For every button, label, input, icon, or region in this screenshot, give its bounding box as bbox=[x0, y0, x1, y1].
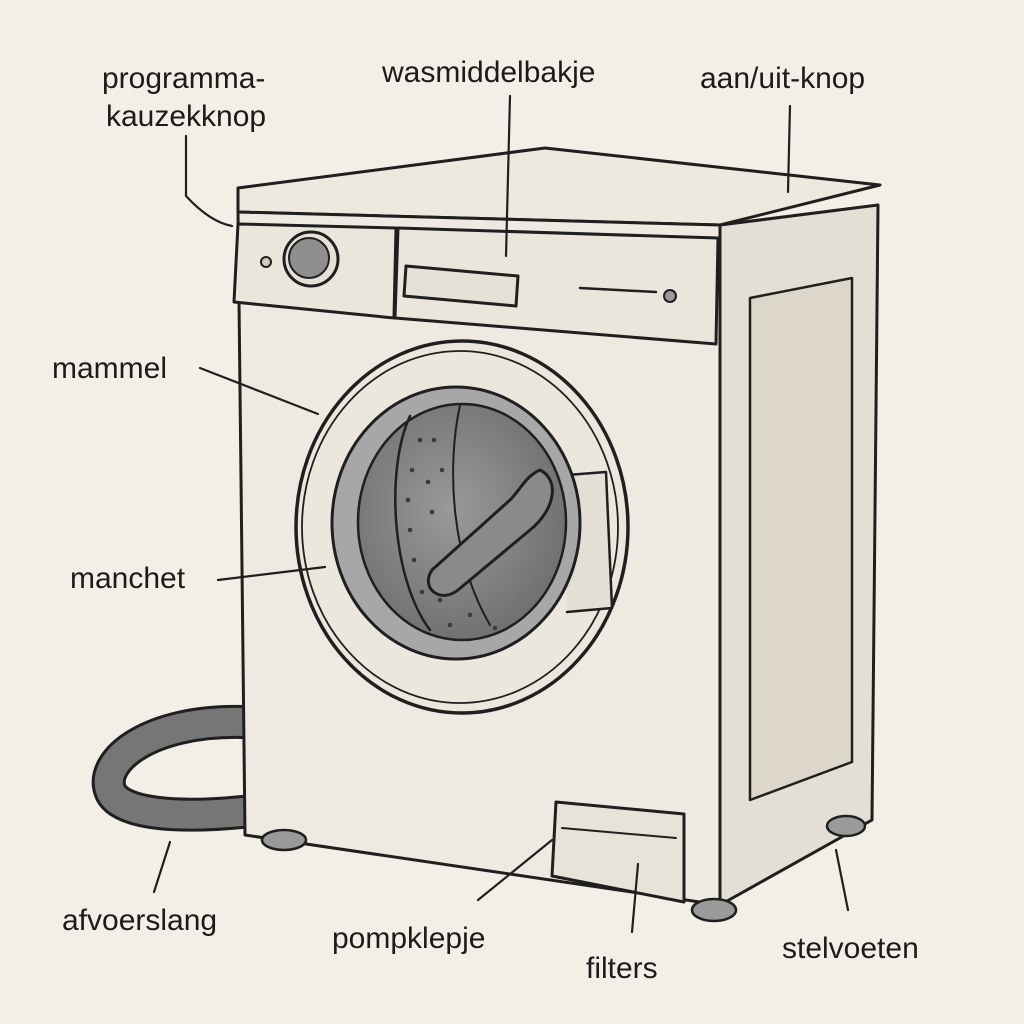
leader-pump-flap bbox=[476, 838, 554, 902]
detergent-drawer-icon bbox=[402, 264, 520, 308]
drum bbox=[356, 402, 568, 642]
leader-power-button bbox=[786, 104, 792, 194]
leader-filters bbox=[630, 862, 640, 934]
label-program-knob-line2: kauzekknop bbox=[106, 100, 266, 133]
label-door-seal: manchet bbox=[70, 562, 186, 595]
label-drain-hose: afvoerslang bbox=[62, 904, 217, 937]
leader-program-knob bbox=[184, 134, 234, 228]
label-power-button: aan/uit-knop bbox=[700, 62, 865, 95]
leader-lines bbox=[152, 94, 850, 934]
pump-flap-icon bbox=[550, 800, 686, 904]
control-panel-right bbox=[393, 226, 720, 346]
label-filters: filters bbox=[586, 952, 658, 985]
drum-paddle bbox=[426, 468, 554, 597]
label-program-knob-line1: programma- bbox=[102, 62, 265, 95]
label-drum: mammel bbox=[52, 352, 167, 385]
indicator-light bbox=[260, 256, 272, 268]
leader-door-seal bbox=[216, 565, 327, 582]
leader-feet bbox=[834, 848, 850, 912]
leader-drum bbox=[198, 366, 320, 416]
side-recess bbox=[748, 276, 854, 802]
feet bbox=[260, 814, 867, 923]
label-pump-flap: pompklepje bbox=[332, 922, 485, 955]
label-feet: stelvoeten bbox=[782, 932, 919, 965]
label-detergent-drawer: wasmiddelbakje bbox=[381, 56, 595, 89]
power-button-icon bbox=[663, 289, 677, 303]
leader-detergent-drawer bbox=[504, 94, 512, 258]
leader-drain-hose bbox=[152, 840, 172, 894]
drain-hose bbox=[91, 704, 259, 832]
